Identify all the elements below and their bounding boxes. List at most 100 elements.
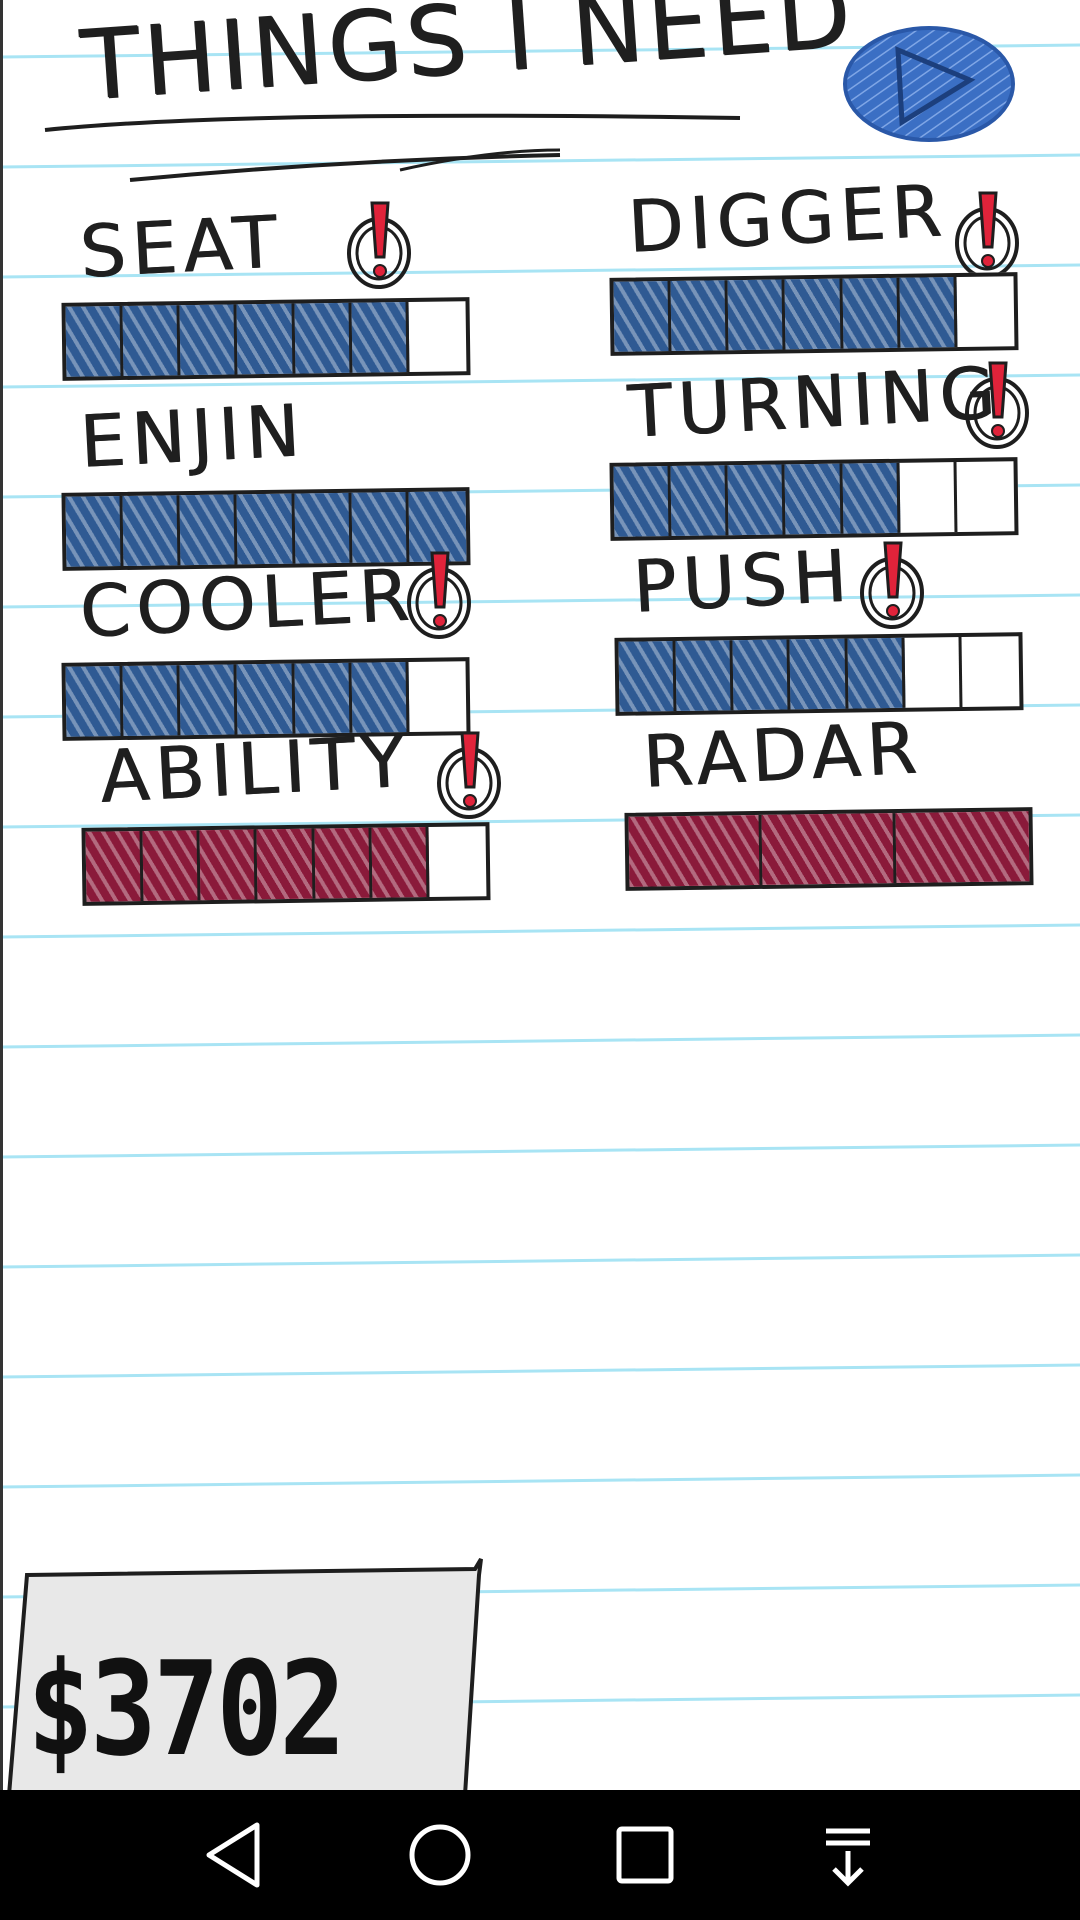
upgrade-label: RADAR — [640, 705, 925, 804]
progress-segment-empty — [956, 276, 1014, 347]
progress-segment-filled — [628, 814, 763, 887]
progress-segment-filled — [895, 811, 1030, 884]
alert-icon[interactable] — [402, 545, 476, 645]
upgrade-radar[interactable]: RADAR — [624, 705, 1045, 891]
progress-segment-filled — [618, 640, 677, 712]
progress-segment-filled — [236, 303, 296, 375]
progress-segment-filled — [847, 637, 906, 709]
progress-segment-filled — [842, 277, 901, 349]
home-button[interactable] — [400, 1815, 480, 1895]
upgrade-label: ENJIN — [77, 388, 308, 484]
progress-segment-filled — [65, 305, 124, 377]
upgrade-push[interactable]: PUSH — [614, 534, 1035, 716]
progress-segment-filled — [371, 827, 430, 898]
paper-rule-line — [0, 153, 1080, 169]
home-icon — [409, 1824, 471, 1886]
upgrade-label: ABILITY — [97, 718, 413, 819]
progress-segment-empty — [408, 301, 466, 372]
progress-segment-filled — [179, 664, 238, 736]
paper-margin-line — [0, 0, 3, 1790]
upgrade-progress-bar — [609, 457, 1019, 541]
paper-rule-line — [0, 1143, 1080, 1159]
upgrade-label: PUSH — [630, 533, 855, 629]
upgrade-progress-bar — [609, 272, 1019, 356]
progress-segment-filled — [761, 813, 897, 885]
progress-segment-filled — [351, 302, 410, 373]
upgrade-label: DIGGER — [625, 168, 950, 269]
alert-icon[interactable] — [342, 195, 416, 295]
progress-segment-filled — [314, 827, 373, 899]
progress-segment-filled — [784, 463, 844, 535]
progress-segment-filled — [727, 279, 786, 351]
paper-rule-line — [0, 923, 1080, 939]
progress-segment-filled — [256, 828, 316, 900]
upgrade-progress-bar — [624, 807, 1034, 891]
money-amount: $3702 — [27, 1633, 346, 1785]
progress-segment-filled — [179, 304, 238, 376]
paper-rule-line — [0, 593, 1080, 609]
progress-segment-filled — [675, 640, 734, 711]
notification-pull-icon — [826, 1828, 870, 1887]
upgrade-progress-bar — [81, 822, 491, 906]
paper-rule-line — [0, 1473, 1080, 1489]
upgrade-digger[interactable]: DIGGER — [609, 168, 1030, 356]
progress-segment-filled — [122, 305, 181, 376]
upgrade-enjin[interactable]: ENJIN — [61, 388, 482, 571]
upgrade-turning[interactable]: TURNING — [609, 351, 1030, 541]
money-card-shape — [6, 1557, 483, 1795]
navigation-bar — [0, 1790, 1080, 1920]
progress-segment-filled — [732, 639, 791, 711]
back-icon — [206, 1822, 260, 1888]
upgrade-progress-bar — [614, 632, 1024, 716]
progress-segment-filled — [727, 464, 786, 536]
upgrade-progress-bar — [61, 297, 471, 381]
progress-segment-filled — [294, 492, 353, 564]
progress-segment-empty — [408, 661, 466, 732]
notification-pull-button[interactable] — [808, 1815, 888, 1895]
progress-segment-filled — [122, 495, 181, 566]
progress-segment-filled — [199, 829, 258, 901]
paper-rule-line — [0, 1253, 1080, 1269]
alert-icon[interactable] — [960, 355, 1034, 455]
paper-rule-line — [0, 1363, 1080, 1379]
progress-segment-filled — [85, 830, 144, 902]
alert-icon[interactable] — [950, 185, 1024, 285]
progress-segment-filled — [789, 638, 849, 710]
progress-segment-filled — [899, 277, 958, 348]
title-underline — [44, 113, 741, 182]
progress-segment-filled — [842, 462, 901, 534]
progress-segment-filled — [670, 465, 729, 536]
progress-segment-filled — [294, 302, 353, 374]
progress-segment-filled — [65, 495, 124, 567]
progress-segment-empty — [428, 826, 486, 897]
upgrade-cooler[interactable]: COOLER — [61, 551, 482, 741]
progress-segment-filled — [784, 278, 844, 350]
progress-segment-filled — [670, 280, 729, 351]
progress-segment-filled — [613, 280, 672, 352]
progress-segment-filled — [179, 494, 238, 566]
alert-icon[interactable] — [855, 535, 929, 635]
progress-segment-filled — [142, 830, 201, 901]
progress-segment-filled — [236, 663, 296, 735]
recents-icon — [616, 1826, 674, 1884]
recents-button[interactable] — [605, 1815, 685, 1895]
progress-segment-filled — [613, 465, 672, 537]
paper-lines — [0, 43, 1080, 1709]
progress-segment-filled — [236, 493, 296, 565]
alert-icon[interactable] — [432, 725, 506, 825]
upgrade-label: SEAT — [77, 199, 285, 294]
progress-segment-filled — [122, 665, 181, 736]
play-button[interactable] — [840, 22, 1018, 150]
upgrade-seat[interactable]: SEAT — [61, 199, 482, 381]
money-card: $3702 — [5, 1555, 485, 1795]
upgrade-ability[interactable]: ABILITY — [81, 719, 502, 906]
play-icon — [843, 26, 1015, 142]
back-button[interactable] — [195, 1815, 275, 1895]
paper-rule-line — [0, 373, 1080, 389]
notebook-paper — [0, 0, 1080, 1790]
progress-segment-filled — [65, 665, 124, 737]
paper-rule-line — [0, 263, 1080, 279]
progress-segment-empty — [904, 637, 963, 708]
paper-rule-line — [0, 1033, 1080, 1049]
